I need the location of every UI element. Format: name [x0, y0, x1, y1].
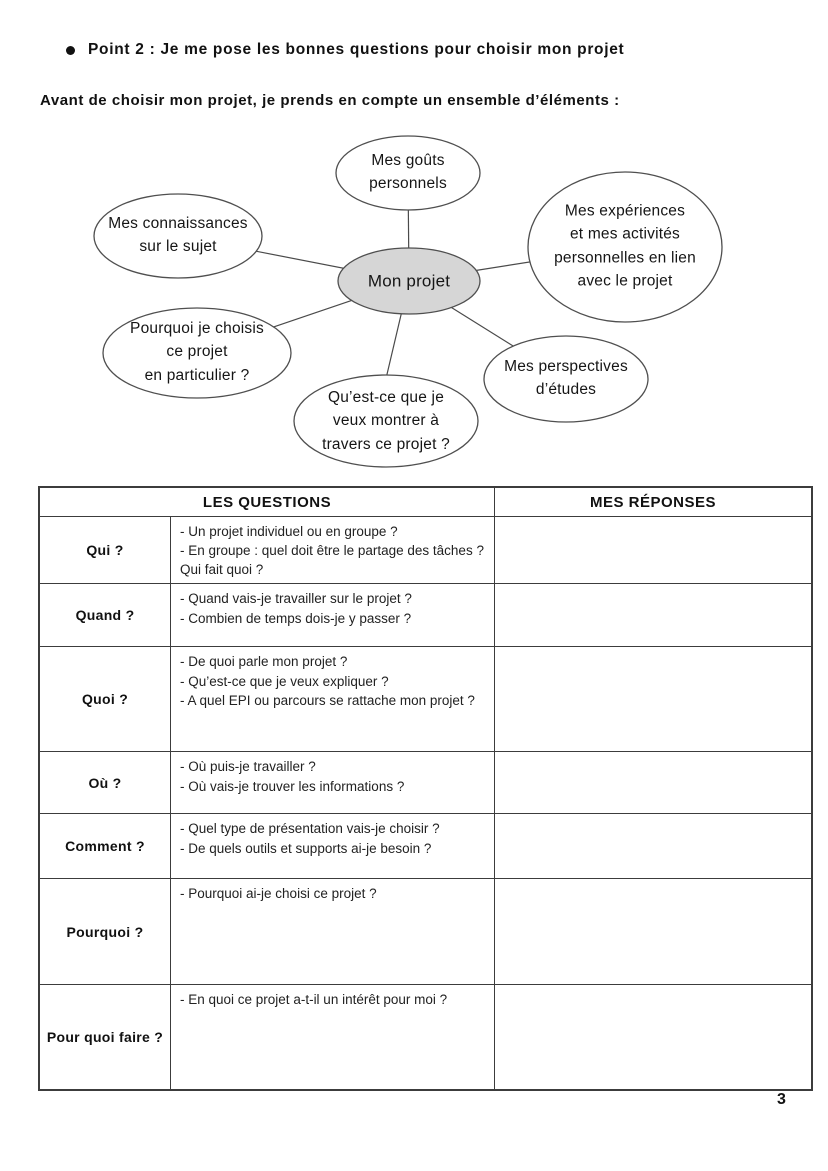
ellipse-bottom-left [102, 307, 292, 399]
node-ellipses [93, 135, 723, 468]
diagram-node-top: Mes goûts personnels [369, 151, 447, 192]
table-row: Qui ? - Un projet individuel ou en group… [38, 515, 813, 585]
answer-cell [494, 583, 813, 648]
question-word: Comment ? [38, 813, 171, 880]
diagram-node-bottom-right: Mes perspectives d’études [504, 357, 628, 398]
diagram-node-bottom-center: Qu’est-ce que je veux montrer à travers … [322, 389, 450, 453]
table-row: Comment ? - Quel type de présentation va… [38, 813, 813, 880]
answer-cell [494, 878, 813, 986]
question-word: Pour quoi faire ? [38, 984, 171, 1091]
ellipse-center [337, 247, 481, 315]
header-responses: MES RÉPONSES [494, 486, 813, 517]
diagram-node-left: Mes connaissances sur le sujet [108, 214, 248, 255]
table-row: Pourquoi ? - Pourquoi ai-je choisi ce pr… [38, 878, 813, 986]
question-word: Quand ? [38, 583, 171, 648]
table-row: Pour quoi faire ? - En quoi ce projet a-… [38, 984, 813, 1091]
intro-text: Avant de choisir mon projet, je prends e… [40, 92, 620, 109]
diagram-node-bottom-left: Pourquoi je choisis ce projet en particu… [130, 320, 264, 384]
header-questions: LES QUESTIONS [38, 486, 495, 517]
question-word: Où ? [38, 751, 171, 815]
table-row: Quand ? - Quand vais-je travailler sur l… [38, 583, 813, 648]
question-word: Qui ? [38, 515, 171, 585]
answer-cell [494, 813, 813, 880]
ellipse-bottom-center [293, 374, 479, 468]
answer-cell [494, 515, 813, 585]
diagram-node-center: Mon projet [367, 271, 451, 291]
ellipse-left [93, 193, 263, 279]
table-row: Où ? - Où puis-je travailler ? - Où vais… [38, 751, 813, 815]
table-row: Quoi ? - De quoi parle mon projet ? - Qu… [38, 646, 813, 753]
ellipse-right [527, 171, 723, 323]
answer-cell [494, 751, 813, 815]
answer-cell [494, 984, 813, 1091]
question-word: Quoi ? [38, 646, 171, 753]
page-number: 3 [777, 1091, 786, 1108]
section-title: Point 2 : Je me pose les bonnes question… [66, 41, 624, 59]
mind-map-svg [93, 135, 723, 468]
ellipse-top [335, 135, 481, 211]
answer-cell [494, 646, 813, 753]
bullet-icon [66, 45, 75, 55]
question-text: - De quoi parle mon projet ? - Qu’est-ce… [170, 646, 495, 753]
section-title-text: Point 2 : Je me pose les bonnes question… [88, 41, 625, 58]
questions-table: LES QUESTIONS MES RÉPONSES Qui ? - Un pr… [38, 486, 813, 1091]
diagram-node-right: Mes expériences et mes activités personn… [554, 202, 696, 290]
question-text: - Quel type de présentation vais-je choi… [170, 813, 495, 880]
question-text: - Pourquoi ai-je choisi ce projet ? [170, 878, 495, 986]
question-text: - En quoi ce projet a-t-il un intérêt po… [170, 984, 495, 1091]
mind-map-diagram: Mes goûts personnels Mes connaissances s… [40, 125, 790, 475]
table-header-row: LES QUESTIONS MES RÉPONSES [38, 486, 813, 517]
question-word: Pourquoi ? [38, 878, 171, 986]
ellipse-bottom-right [483, 335, 649, 423]
question-text: - Quand vais-je travailler sur le projet… [170, 583, 495, 648]
question-text: - Où puis-je travailler ? - Où vais-je t… [170, 751, 495, 815]
question-text: - Un projet individuel ou en groupe ? - … [170, 515, 495, 585]
